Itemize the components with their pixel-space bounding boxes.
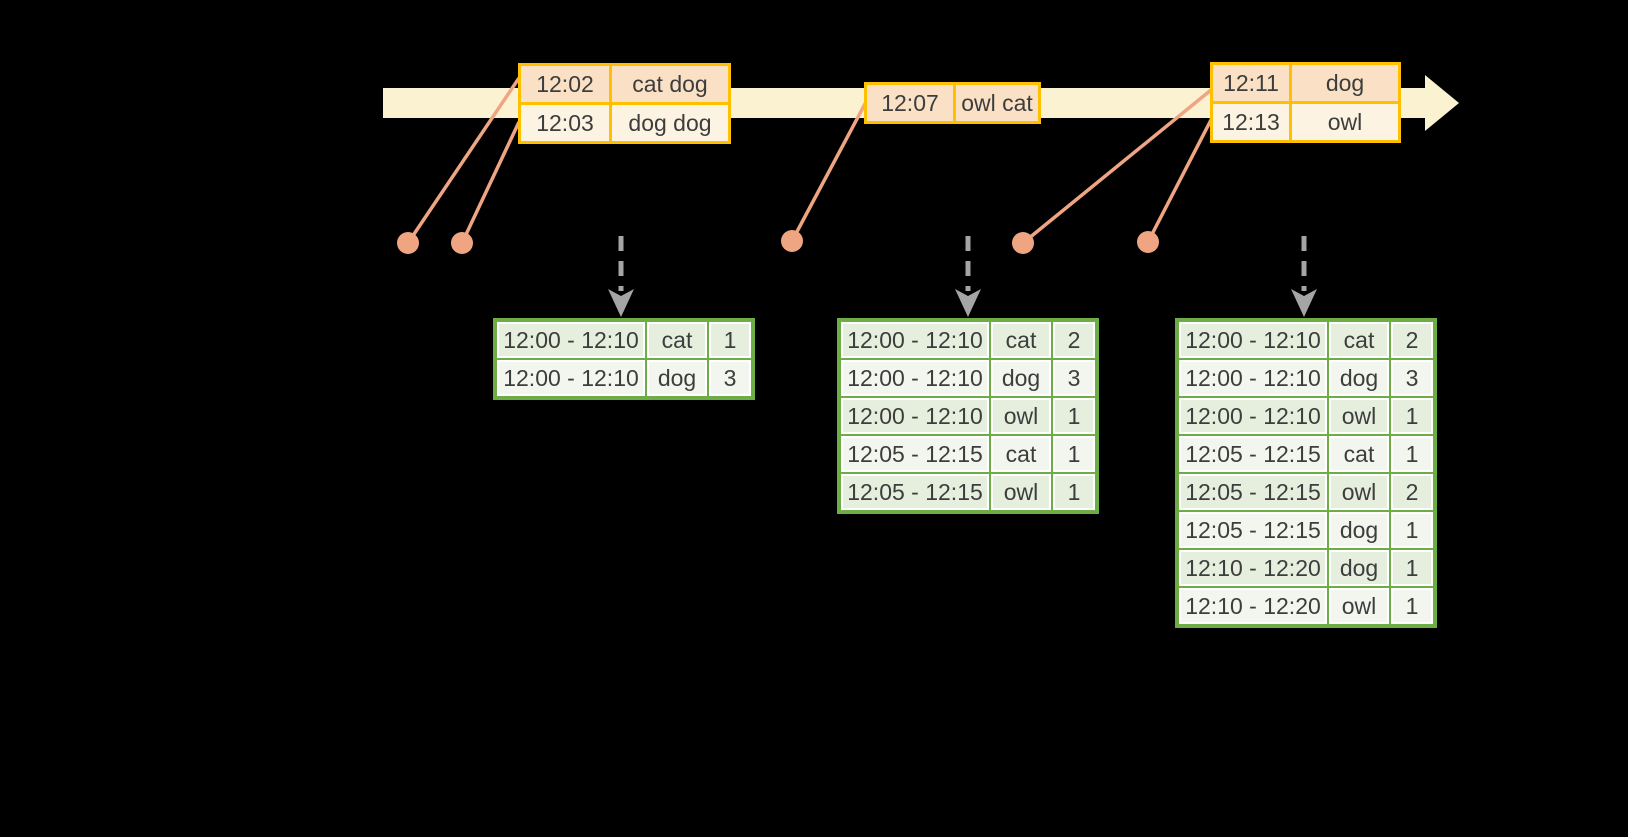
result-window: 12:00 - 12:10 bbox=[841, 398, 989, 434]
result-count: 1 bbox=[1053, 474, 1095, 510]
result-count: 1 bbox=[1391, 436, 1433, 472]
event-words: owl bbox=[1292, 104, 1398, 140]
result-window: 12:10 - 12:20 bbox=[1179, 550, 1327, 586]
result-count: 1 bbox=[1391, 588, 1433, 624]
result-window: 12:00 - 12:10 bbox=[497, 322, 645, 358]
result-window: 12:00 - 12:10 bbox=[1179, 398, 1327, 434]
event-dot bbox=[397, 232, 419, 254]
result-count: 2 bbox=[1391, 474, 1433, 510]
event-connector-line bbox=[406, 77, 521, 244]
result-count: 3 bbox=[709, 360, 751, 396]
event-words: dog bbox=[1292, 65, 1398, 101]
event-time: 12:03 bbox=[521, 105, 609, 141]
result-window: 12:10 - 12:20 bbox=[1179, 588, 1327, 624]
event-words: owl cat bbox=[956, 85, 1038, 121]
result-count: 1 bbox=[1391, 512, 1433, 548]
result-word: owl bbox=[1329, 474, 1389, 510]
result-count: 2 bbox=[1053, 322, 1095, 358]
result-word: dog bbox=[1329, 550, 1389, 586]
result-window: 12:00 - 12:10 bbox=[497, 360, 645, 396]
result-count: 1 bbox=[1391, 550, 1433, 586]
event-connector-line bbox=[790, 101, 868, 242]
event-words: dog dog bbox=[612, 105, 728, 141]
result-word: cat bbox=[991, 322, 1051, 358]
result-word: owl bbox=[1329, 398, 1389, 434]
result-word: cat bbox=[991, 436, 1051, 472]
result-count: 1 bbox=[1391, 398, 1433, 434]
result-word: dog bbox=[647, 360, 707, 396]
result-count: 3 bbox=[1391, 360, 1433, 396]
result-word: cat bbox=[647, 322, 707, 358]
result-window: 12:00 - 12:10 bbox=[841, 360, 989, 396]
event-time: 12:11 bbox=[1213, 65, 1289, 101]
result-window: 12:05 - 12:15 bbox=[1179, 436, 1327, 472]
result-word: cat bbox=[1329, 322, 1389, 358]
down-arrowhead-icon bbox=[955, 289, 981, 317]
result-word: owl bbox=[991, 474, 1051, 510]
result-count: 2 bbox=[1391, 322, 1433, 358]
result-window: 12:00 - 12:10 bbox=[841, 322, 989, 358]
result-word: owl bbox=[1329, 588, 1389, 624]
result-word: owl bbox=[991, 398, 1051, 434]
event-connector-line bbox=[1146, 117, 1214, 243]
result-window: 12:00 - 12:10 bbox=[1179, 322, 1327, 358]
result-window: 12:05 - 12:15 bbox=[1179, 474, 1327, 510]
result-window: 12:05 - 12:15 bbox=[841, 436, 989, 472]
down-arrowhead-icon bbox=[608, 289, 634, 317]
event-dot bbox=[1012, 232, 1034, 254]
event-time: 12:02 bbox=[521, 66, 609, 102]
event-dot bbox=[451, 232, 473, 254]
trigger-arrows bbox=[608, 236, 1317, 317]
result-count: 1 bbox=[1053, 398, 1095, 434]
down-arrowhead-icon bbox=[1291, 289, 1317, 317]
event-time: 12:07 bbox=[867, 85, 953, 121]
event-words: cat dog bbox=[612, 66, 728, 102]
result-window: 12:00 - 12:10 bbox=[1179, 360, 1327, 396]
event-connector-line bbox=[1021, 88, 1213, 245]
event-dot bbox=[781, 230, 803, 252]
event-time: 12:13 bbox=[1213, 104, 1289, 140]
event-connectors bbox=[397, 77, 1214, 254]
result-word: dog bbox=[1329, 512, 1389, 548]
event-connector-line bbox=[460, 121, 521, 244]
result-count: 1 bbox=[709, 322, 751, 358]
result-word: dog bbox=[991, 360, 1051, 396]
result-window: 12:05 - 12:15 bbox=[1179, 512, 1327, 548]
result-window: 12:05 - 12:15 bbox=[841, 474, 989, 510]
result-word: dog bbox=[1329, 360, 1389, 396]
timeline-arrowhead-icon bbox=[1425, 75, 1459, 131]
result-count: 3 bbox=[1053, 360, 1095, 396]
result-count: 1 bbox=[1053, 436, 1095, 472]
result-word: cat bbox=[1329, 436, 1389, 472]
event-dot bbox=[1137, 231, 1159, 253]
